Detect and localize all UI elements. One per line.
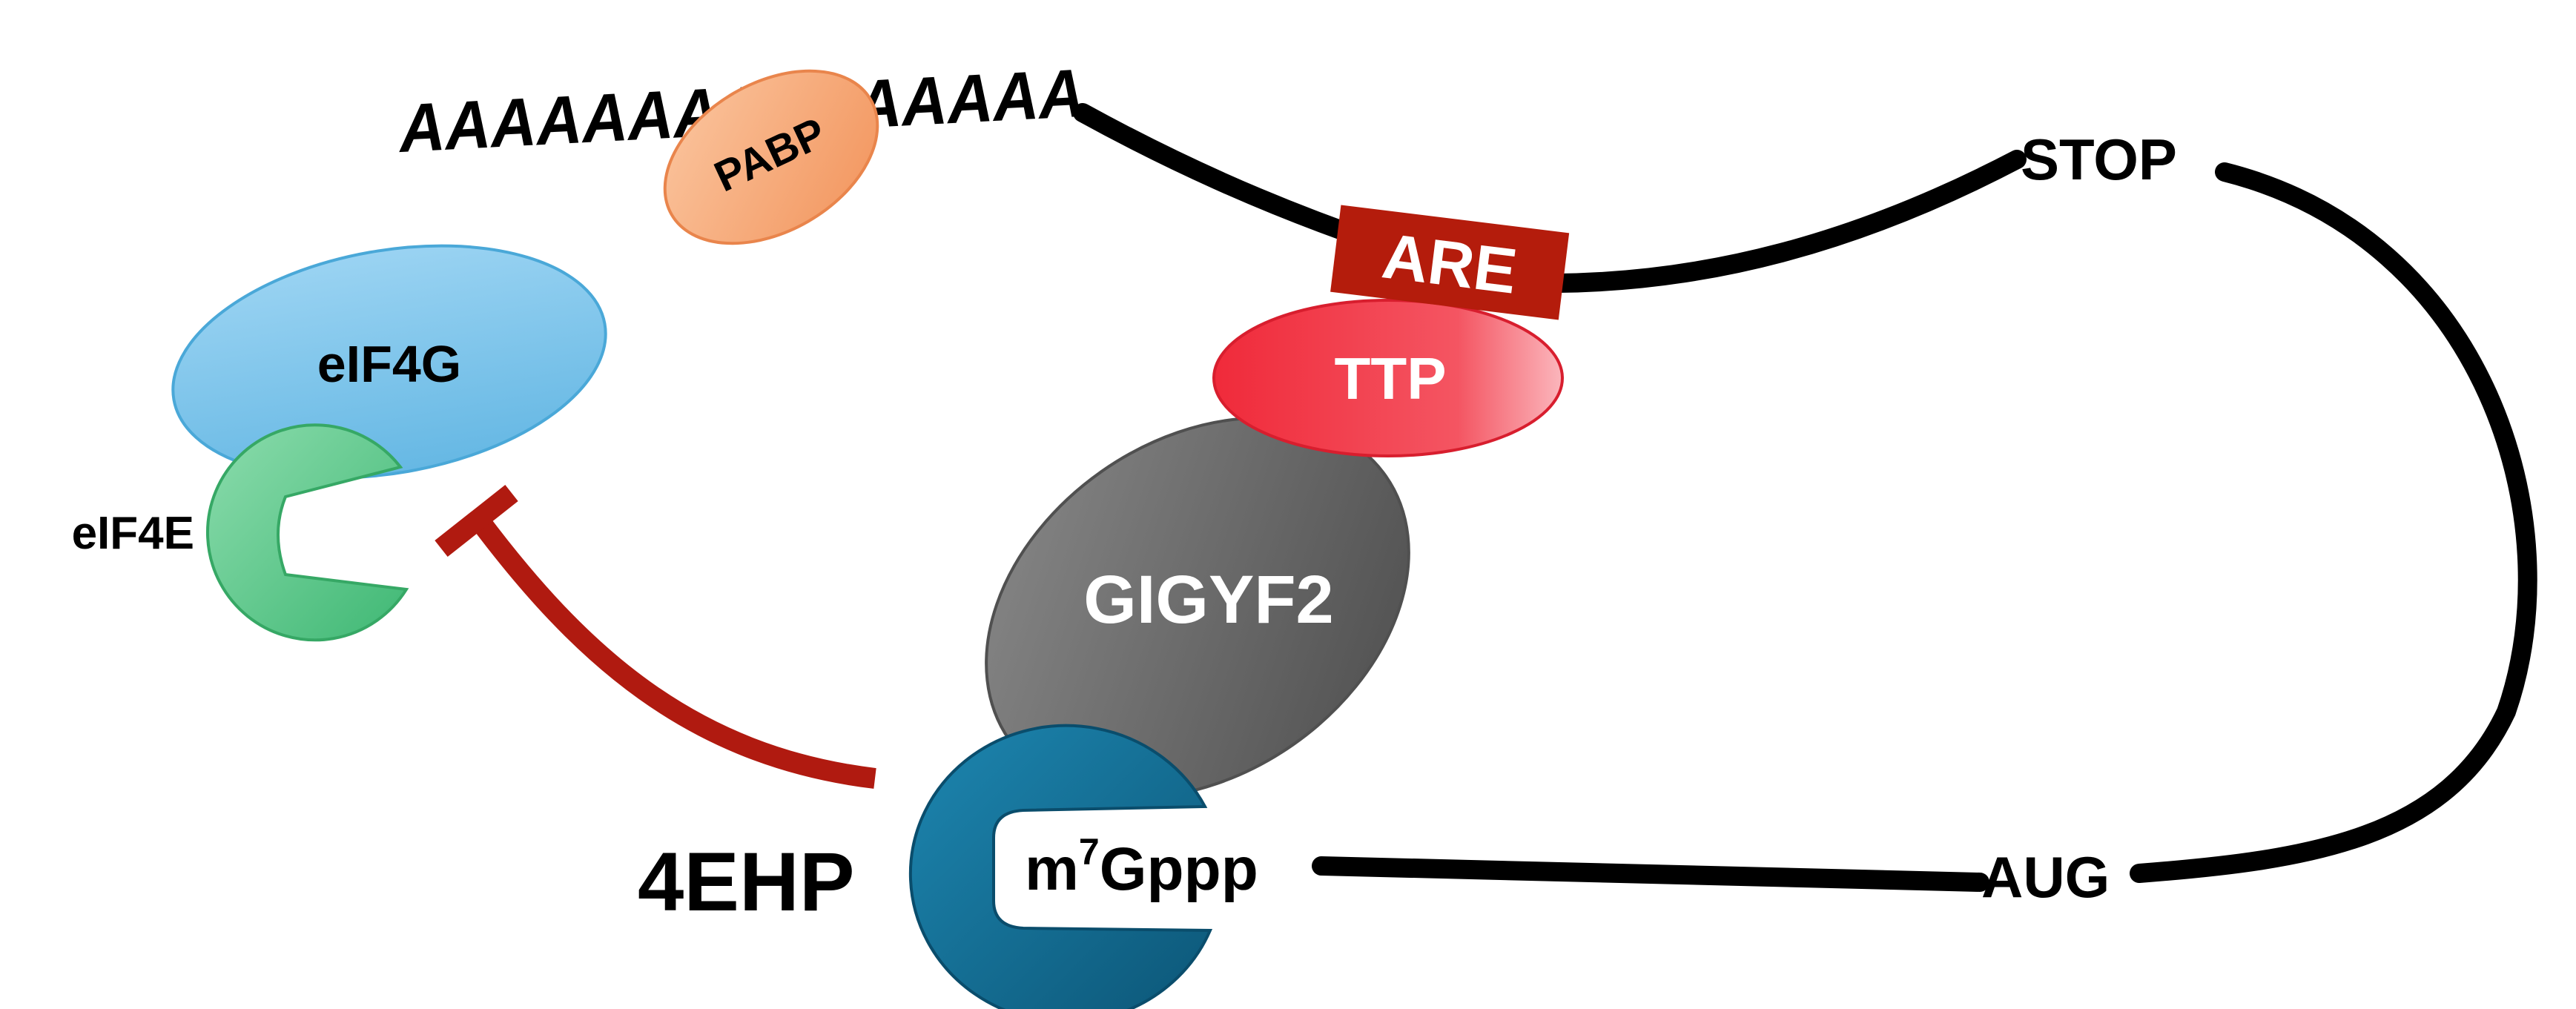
inhibition-arrow <box>435 485 876 789</box>
fourehp-protein <box>908 724 1213 1009</box>
are-element: ARE <box>1330 205 1570 320</box>
mrna-stop-to-aug-loop <box>2130 162 2537 883</box>
mrna-are-to-stop-segment <box>1548 150 2027 293</box>
eif4e-protein <box>205 423 409 642</box>
inhibition-arrow-shaft <box>469 512 876 789</box>
eif4g-label: eIF4G <box>317 335 462 393</box>
cap-superscript: 7 <box>1079 831 1100 873</box>
aug-codon-label: AUG <box>1981 844 2110 910</box>
ttp-protein: TTP <box>1212 299 1564 457</box>
eif4g-shape <box>171 244 607 480</box>
eif4e-cap-binding-shape <box>205 423 409 642</box>
cap-prefix: m <box>1025 836 1079 903</box>
mrna-strand <box>1073 103 2537 892</box>
inhibition-arrow-bar <box>435 485 518 557</box>
pabp-protein: PABP <box>663 69 879 245</box>
eif4e-label: eIF4E <box>72 508 194 559</box>
gigyf2-label: GIGYF2 <box>1083 562 1333 638</box>
fourehp-label: 4EHP <box>638 836 855 928</box>
are-label: ARE <box>1378 220 1521 307</box>
cap-suffix: Gppp <box>1100 836 1258 903</box>
stop-codon-label: STOP <box>2021 127 2177 192</box>
ttp-shape <box>1212 299 1564 457</box>
ttp-label: TTP <box>1334 345 1446 411</box>
mrna-3utr-segment <box>1073 103 1367 245</box>
pabp-shape <box>663 69 879 245</box>
fourehp-cap-binding-shape <box>908 724 1213 1009</box>
mrna-aug-to-cap-segment <box>1312 856 1989 892</box>
eif4g-protein: eIF4G <box>171 244 607 480</box>
m7gppp-cap-label: m7Gppp <box>1025 831 1258 903</box>
are-box <box>1330 205 1570 320</box>
